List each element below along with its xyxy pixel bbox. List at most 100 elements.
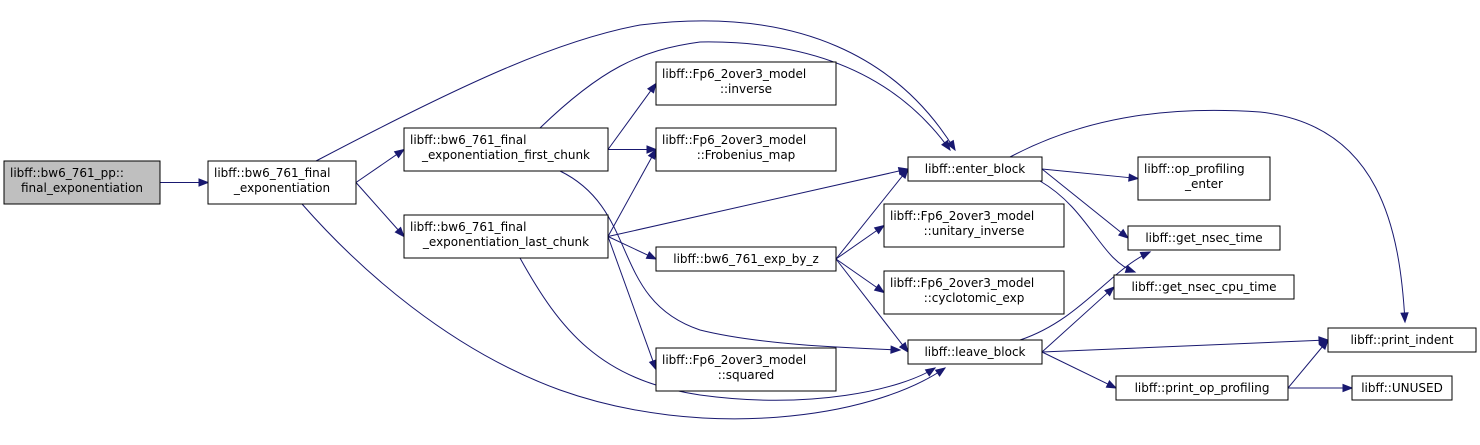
edge-last_chunk-to-leave_block bbox=[519, 257, 937, 401]
arrow-head-icon bbox=[1105, 380, 1118, 389]
edge-line bbox=[835, 229, 879, 260]
arrow-head-icon bbox=[946, 139, 956, 152]
edge-first_chunk-to-enter_block bbox=[539, 41, 951, 152]
node-unitary-inverse[interactable]: libff::Fp6_2over3_model::unitary_inverse bbox=[883, 203, 1065, 248]
node-get-nsec-cpu-time[interactable]: libff::get_nsec_cpu_time bbox=[1113, 274, 1295, 300]
edge-leave_block-to-print_indent bbox=[1041, 336, 1330, 353]
node-label-line: ::unitary_inverse bbox=[924, 224, 1025, 238]
edge-last_chunk-to-enter_block bbox=[607, 166, 910, 237]
arrow-head-icon bbox=[934, 367, 947, 377]
node-box bbox=[907, 156, 1043, 182]
edge-exp_by_z-to-cyclotomic_exp bbox=[835, 258, 886, 294]
arrow-head-icon bbox=[1124, 264, 1137, 273]
node-label-line: libff::Fp6_2over3_model bbox=[662, 353, 806, 367]
edge-line bbox=[355, 182, 400, 232]
edge-line bbox=[1041, 339, 1322, 353]
edge-last_chunk-to-frobenius bbox=[607, 148, 657, 237]
node-label-line: libff::bw6_761_final bbox=[410, 220, 526, 234]
node-final-exp[interactable]: libff::bw6_761_final_exponentiation bbox=[207, 160, 357, 205]
edge-final_exp-to-last_chunk bbox=[355, 182, 405, 238]
edge-print_op_profiling-to-unused bbox=[1288, 383, 1354, 393]
edges-layer bbox=[160, 20, 1409, 420]
edge-line bbox=[835, 258, 905, 347]
node-box bbox=[3, 160, 161, 205]
node-box bbox=[403, 214, 609, 259]
arrow-head-icon bbox=[1128, 173, 1140, 182]
edge-line bbox=[315, 20, 956, 162]
node-label-line: _exponentiation bbox=[233, 181, 330, 195]
edge-leave_block-to-print_op_profiling bbox=[1041, 351, 1118, 389]
node-exp-by-z[interactable]: libff::bw6_761_exp_by_z bbox=[655, 246, 837, 272]
arrow-head-icon bbox=[394, 226, 405, 238]
node-label-line: ::Frobenius_map bbox=[697, 148, 796, 162]
nodes-layer: libff::bw6_761_pp::final_exponentiationl… bbox=[3, 61, 1477, 401]
edge-enter_block-to-op_prof_enter bbox=[1041, 168, 1140, 182]
node-first-chunk[interactable]: libff::bw6_761_final_exponentiation_firs… bbox=[403, 127, 609, 172]
edge-exp_by_z-to-enter_block bbox=[835, 167, 909, 260]
node-box bbox=[207, 160, 357, 205]
node-box bbox=[1127, 225, 1281, 251]
node-label-line: libff::enter_block bbox=[925, 162, 1026, 176]
arrow-head-icon bbox=[1400, 312, 1409, 324]
node-get-nsec-time[interactable]: libff::get_nsec_time bbox=[1127, 225, 1281, 251]
node-box bbox=[655, 127, 837, 172]
node-label-line: _enter bbox=[1184, 177, 1223, 191]
node-leave-block[interactable]: libff::leave_block bbox=[907, 339, 1043, 365]
node-box bbox=[403, 127, 609, 172]
node-cyclotomic-exp[interactable]: libff::Fp6_2over3_model::cyclotomic_exp bbox=[883, 270, 1065, 315]
node-squared[interactable]: libff::Fp6_2over3_model::squared bbox=[655, 347, 837, 392]
node-frobenius[interactable]: libff::Fp6_2over3_model::Frobenius_map bbox=[655, 127, 837, 172]
node-box bbox=[655, 246, 837, 272]
edge-first_chunk-to-frobenius bbox=[608, 145, 658, 154]
edge-line bbox=[607, 88, 653, 150]
edge-enter_block-to-get_nsec_time bbox=[1041, 168, 1130, 239]
node-box bbox=[1327, 327, 1477, 353]
node-enter-block[interactable]: libff::enter_block bbox=[907, 156, 1043, 182]
node-label-line: final_exponentiation bbox=[21, 181, 143, 195]
arrow-head-icon bbox=[1104, 286, 1116, 297]
node-print-indent[interactable]: libff::print_indent bbox=[1327, 327, 1477, 353]
node-box bbox=[1115, 375, 1289, 401]
node-label-line: libff::bw6_761_exp_by_z bbox=[673, 252, 819, 266]
edge-line bbox=[1039, 180, 1136, 273]
edge-line bbox=[1041, 351, 1110, 386]
node-label-line: ::inverse bbox=[720, 82, 772, 96]
edge-enter_block-to-get_nsec_cpu_time bbox=[1039, 180, 1137, 273]
node-pp-final[interactable]: libff::bw6_761_pp::final_exponentiation bbox=[3, 160, 161, 205]
arrow-head-icon bbox=[924, 367, 937, 377]
edge-leave_block-to-get_nsec_cpu_time bbox=[1041, 286, 1116, 353]
node-label-line: libff::Fp6_2over3_model bbox=[890, 209, 1034, 223]
node-box bbox=[655, 347, 837, 392]
edge-line bbox=[1041, 168, 1123, 235]
edge-line bbox=[607, 155, 654, 237]
edge-line bbox=[607, 236, 655, 364]
node-box bbox=[1113, 274, 1295, 300]
arrow-head-icon bbox=[1318, 338, 1329, 351]
edge-line bbox=[1041, 291, 1110, 353]
node-box bbox=[883, 270, 1065, 315]
edge-line bbox=[519, 257, 936, 401]
node-inverse[interactable]: libff::Fp6_2over3_model::inverse bbox=[655, 61, 837, 106]
arrow-head-icon bbox=[648, 359, 657, 371]
edge-leave_block-to-get_nsec_time bbox=[1019, 251, 1152, 341]
arrow-head-icon bbox=[898, 167, 909, 180]
arrow-head-icon bbox=[941, 139, 951, 152]
edge-line bbox=[539, 41, 951, 151]
edge-enter_block-to-print_indent bbox=[1009, 109, 1409, 324]
node-last-chunk[interactable]: libff::bw6_761_final_exponentiation_last… bbox=[403, 214, 609, 259]
node-label-line: _exponentiation_last_chunk bbox=[422, 235, 589, 249]
edge-line bbox=[1041, 168, 1132, 179]
node-op-prof-enter[interactable]: libff::op_profiling_enter bbox=[1137, 156, 1271, 201]
arrow-head-icon bbox=[645, 251, 658, 260]
node-print-op-profiling[interactable]: libff::print_op_profiling bbox=[1115, 375, 1289, 401]
node-label-line: ::squared bbox=[718, 368, 775, 382]
edge-line bbox=[835, 258, 879, 289]
node-unused[interactable]: libff::UNUSED bbox=[1351, 375, 1453, 401]
edge-line bbox=[835, 174, 905, 260]
node-label-line: libff::Fp6_2over3_model bbox=[662, 133, 806, 147]
edge-line bbox=[607, 236, 650, 257]
edge-exp_by_z-to-leave_block bbox=[835, 258, 909, 354]
node-label-line: ::cyclotomic_exp bbox=[924, 291, 1025, 305]
edge-line bbox=[1287, 345, 1324, 389]
